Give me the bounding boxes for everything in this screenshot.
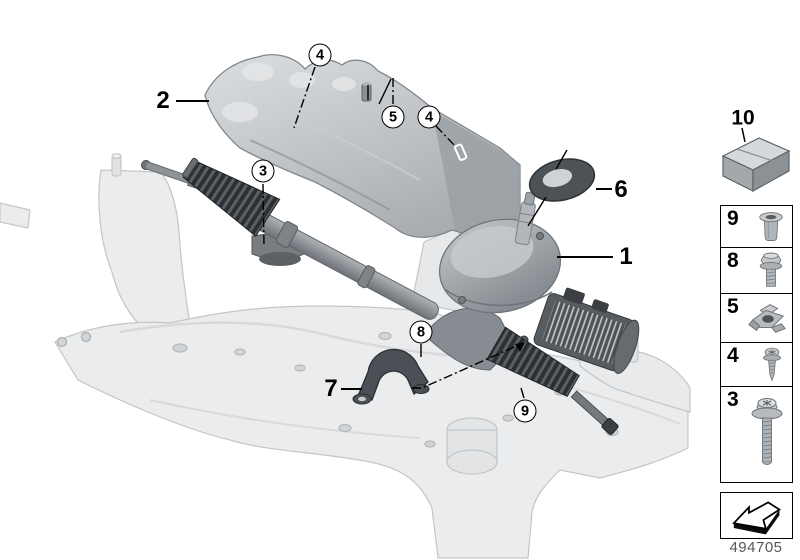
legend-number: 4 [727, 343, 739, 367]
rubber-mount-clamp [352, 348, 430, 405]
self-tapping-screw-icon [763, 347, 781, 382]
legend-number: 9 [727, 207, 739, 230]
repair-kit-package-icon [721, 137, 791, 193]
legend-row-3[interactable]: 3 [720, 386, 793, 483]
legend-row-4[interactable]: 4 [720, 341, 793, 388]
callout-circle-8[interactable]: 8 [409, 320, 433, 344]
legend-row-5[interactable]: 5 [720, 293, 793, 343]
diagram-number: 494705 [729, 539, 783, 556]
callout-circle-4a[interactable]: 4 [308, 43, 332, 67]
legend-number: 3 [727, 388, 739, 411]
direction-of-travel-arrow-icon [731, 500, 781, 534]
rivet-nut-icon [759, 211, 783, 241]
callout-circle-5[interactable]: 5 [381, 105, 405, 129]
steering-gear-assembly [141, 157, 640, 435]
sealing-ring [528, 158, 596, 202]
callout-label-7[interactable]: 7 [324, 375, 338, 402]
callout-label-6[interactable]: 6 [614, 176, 628, 203]
callout-circle-4b[interactable]: 4 [417, 105, 441, 129]
callout-circle-3[interactable]: 3 [251, 159, 275, 183]
bolt-washer-icon [751, 397, 783, 465]
leader-lines [176, 66, 746, 399]
callout-label-2[interactable]: 2 [156, 87, 170, 114]
cage-nut-icon [748, 304, 786, 333]
steering-gear-heat-shield [204, 54, 521, 242]
callout-label-1[interactable]: 1 [619, 243, 633, 270]
flange-bolt-icon [759, 252, 783, 287]
legend-row-8[interactable]: 8 [720, 246, 793, 295]
direction-arrow-box [720, 492, 793, 539]
legend-number: 8 [727, 248, 739, 272]
callout-label-10[interactable]: 10 [731, 106, 755, 130]
legend-number: 5 [727, 295, 739, 318]
fastener-legend: 9 8 5 4 [720, 205, 793, 483]
legend-row-9[interactable]: 9 [720, 205, 793, 248]
callout-circle-9[interactable]: 9 [513, 399, 537, 423]
